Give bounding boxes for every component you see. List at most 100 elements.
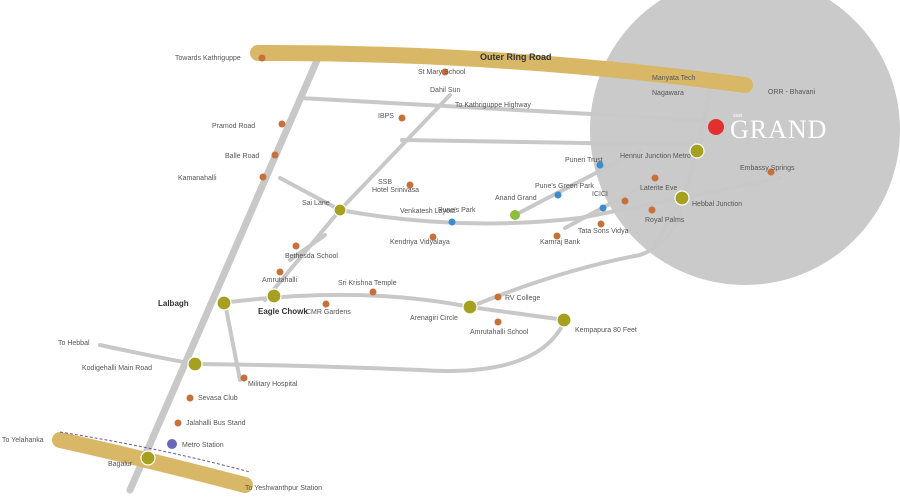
road-sai-lane xyxy=(338,176,782,226)
poi-rv-college xyxy=(494,293,502,301)
label-l3: Anand Grand xyxy=(495,195,537,202)
label-ssb2: Hotel Srinivasa xyxy=(372,187,419,194)
poi-royal-palms xyxy=(648,206,656,214)
poi-green-landmark xyxy=(510,210,520,220)
poi-vidyalaya xyxy=(429,233,437,241)
map-labels: Towards Kathriguppe St Mary School ORR -… xyxy=(2,55,816,492)
label-cp-a: Dahil Sun xyxy=(430,87,460,94)
label-l7: Laterite Eve xyxy=(640,185,677,192)
junction-bagalur xyxy=(140,450,156,466)
label-cmr: CMR Gardens xyxy=(306,309,351,316)
label-hebbal-junction: Hebbal Junction xyxy=(692,201,742,208)
label-eagle-chowk: Eagle Chowk xyxy=(258,307,308,316)
poi-pramod xyxy=(278,120,286,128)
label-bethesda: Bethesda School xyxy=(285,253,338,260)
poi-puneri-2 xyxy=(597,220,605,228)
label-jalahalli: Jalahalli Bus Stand xyxy=(186,420,246,427)
label-hennur-metro: Hennur Junction Metro xyxy=(620,153,691,160)
poi-sai-temple xyxy=(369,288,377,296)
junction-kannur xyxy=(187,356,203,372)
road-diagonal-north xyxy=(263,93,452,302)
road-military xyxy=(223,301,242,382)
label-amrutahalli-school: Amrutahalli School xyxy=(470,329,529,336)
label-near2: Nagawara xyxy=(652,90,684,97)
poi-jalahalli xyxy=(174,419,182,427)
label-lalbagh: Lalbagh xyxy=(158,299,189,308)
project-brand-name: GRAND xyxy=(730,115,827,144)
label-pune-park-2: Pune's Park xyxy=(438,207,476,214)
poi-puneri xyxy=(596,161,604,169)
hennur-main-road xyxy=(652,77,715,248)
label-balle: Balle Road xyxy=(225,153,259,160)
label-kodigehalli: Kodigehalli Main Road xyxy=(82,365,152,372)
road-kempapura-south xyxy=(193,318,567,373)
label-st-mary: St Mary School xyxy=(418,69,466,76)
poi-military xyxy=(240,374,248,382)
label-to-hebbal: To Hebbal xyxy=(58,340,90,347)
junctions xyxy=(140,143,705,466)
points-of-interest xyxy=(174,54,775,427)
project-brand-prefix: ssst xyxy=(733,113,743,119)
label-ibps: IBPS xyxy=(378,113,394,120)
label-near1: Manyata Tech xyxy=(652,75,696,82)
poi-pune-park-2 xyxy=(448,218,456,226)
poi-ssb xyxy=(406,181,414,189)
points-of-interest-blue xyxy=(448,161,607,226)
road-bhavani xyxy=(400,138,702,147)
poi-laterite xyxy=(651,174,659,182)
junction-hennur xyxy=(689,143,705,159)
outer-ring-road xyxy=(250,44,753,93)
label-arenagiri: Arenagiri Circle xyxy=(410,315,458,322)
poi-kathriguppe xyxy=(258,54,266,62)
poi-karnataka xyxy=(553,232,561,240)
road-eagle-amrut xyxy=(220,292,472,309)
junction-hennur-south xyxy=(674,190,690,206)
junction-kempapura xyxy=(556,312,572,328)
poi-cmr xyxy=(322,300,330,308)
label-kempapura: Kempapura 80 Feet xyxy=(575,327,637,334)
railway-dashes xyxy=(59,431,251,473)
poi-amrut xyxy=(276,268,284,276)
label-to-station: To Yeshwanthpur Station xyxy=(245,485,322,492)
project-location-marker xyxy=(708,119,724,135)
road-to-kathriguppe xyxy=(298,96,702,122)
label-l1: ICICI xyxy=(592,191,608,198)
road-left-upper xyxy=(288,233,327,262)
road-bend xyxy=(278,176,342,212)
label-metro: Metro Station xyxy=(182,442,224,449)
label-ssb: SSB xyxy=(378,179,392,186)
poi-sevasa xyxy=(186,394,194,402)
label-vidyalaya: Kendriya Vidyalaya xyxy=(390,239,450,246)
label-military: Military Hospital xyxy=(248,381,298,388)
poi-ibps xyxy=(398,114,406,122)
label-sai-lane: Sai Lane xyxy=(302,200,330,207)
label-sai-temple: Sri Krishna Temple xyxy=(338,280,397,287)
poi-hotel xyxy=(599,204,607,212)
road-arenagiri-kempapura xyxy=(468,305,567,322)
label-pramod: Pramod Road xyxy=(212,123,255,130)
junction-north-road xyxy=(333,203,347,217)
poi-manyata xyxy=(259,173,267,181)
junction-eagle-chowk xyxy=(266,288,282,304)
poi-bethesda xyxy=(292,242,300,250)
road-to-hebbal xyxy=(98,343,197,366)
poi-pune-park xyxy=(554,191,562,199)
label-tl-top: Towards Kathriguppe xyxy=(175,55,241,62)
label-cp-c: Kamanahalli xyxy=(178,175,217,182)
label-bagalur: Bagalur xyxy=(108,461,133,468)
label-karnataka: Kamraj Bank xyxy=(540,239,581,246)
label-l4: Venkatesh Layout xyxy=(400,208,456,215)
poi-st-mary xyxy=(441,68,449,76)
road-puneri xyxy=(513,148,642,217)
label-l8: Royal Palms xyxy=(645,217,685,224)
road-arenagiri-north xyxy=(468,193,685,309)
poi-metro-station xyxy=(167,439,177,449)
outer-ring-road-label: Outer Ring Road xyxy=(480,52,552,62)
label-pune-park: Pune's Green Park xyxy=(535,183,594,190)
label-cp-b: To Kathriguppe Highway xyxy=(455,102,531,109)
poi-hennur-junction xyxy=(621,197,629,205)
label-l2: Tata Sons Vidya xyxy=(578,228,629,235)
label-amrutahalli: Amrutahalli xyxy=(262,277,297,284)
label-puneri: Puneri Trust xyxy=(565,157,603,164)
